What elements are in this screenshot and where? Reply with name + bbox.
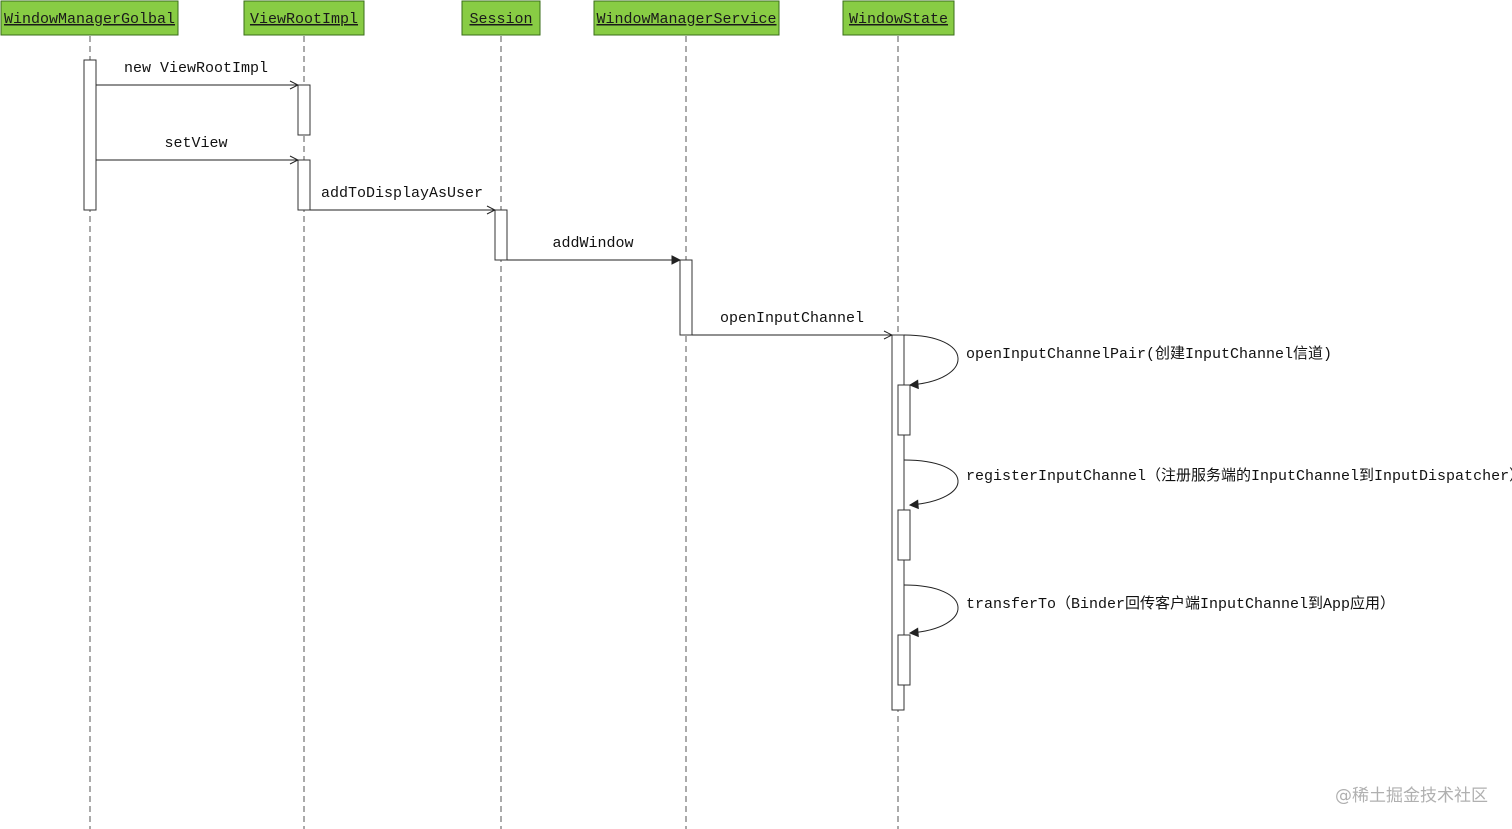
message-label: transferTo（Binder回传客户端InputChannel到App应用… [966,594,1395,613]
self-message-arrow [903,334,959,385]
actor-session[interactable]: Session [461,0,541,36]
activation-bar [297,159,311,211]
activation-bar [897,384,911,436]
watermark: @稀土掘金技术社区 [1335,786,1488,806]
actor-label: WindowManagerGolbal [4,11,175,28]
activation-bar [494,209,508,261]
actor-label: Session [469,11,532,28]
activation-bar [679,259,693,336]
activation-bar [83,59,97,211]
activation-bar [297,84,311,136]
actor-label: ViewRootImpl [250,11,358,28]
message-label: setView [164,135,227,152]
message-label: registerInputChannel（注册服务端的InputChannel到… [966,467,1512,485]
message-label: addToDisplayAsUser [321,185,483,202]
self-message-arrow [903,459,959,505]
activation-bar [897,634,911,686]
actor-window-manager-golbal[interactable]: WindowManagerGolbal [0,0,179,36]
actor-window-manager-service[interactable]: WindowManagerService [593,0,780,36]
message-label: openInputChannel [720,310,864,327]
actor-label: WindowManagerService [596,11,776,28]
self-message-arrow [903,584,959,633]
actor-view-root-impl[interactable]: ViewRootImpl [243,0,365,36]
actor-window-state[interactable]: WindowState [842,0,955,36]
activation-bar [897,509,911,561]
message-label: new ViewRootImpl [124,60,268,77]
message-label: addWindow [552,235,633,252]
message-label: openInputChannelPair(创建InputChannel信道) [966,345,1332,363]
actor-label: WindowState [849,11,948,28]
